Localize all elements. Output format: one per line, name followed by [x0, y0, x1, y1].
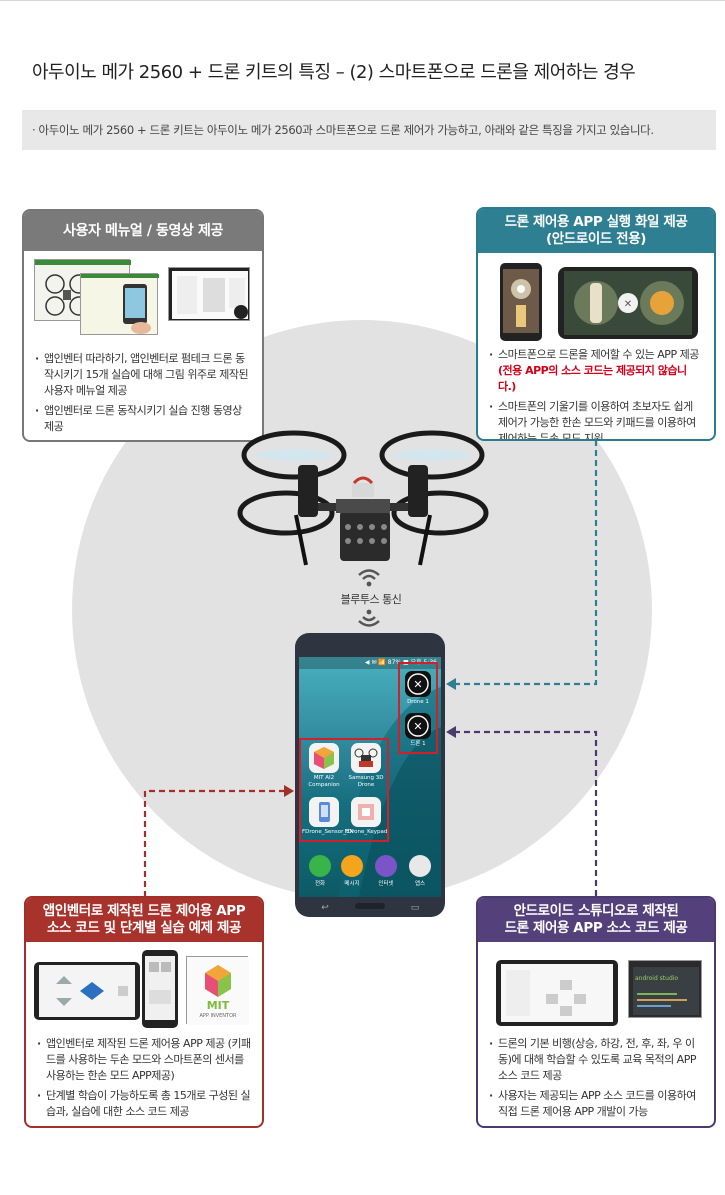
phone-dial-label: 전화 — [314, 881, 326, 887]
keypad-app-screenshot — [34, 962, 140, 1020]
app-bullet-1: 스마트폰으로 드론을 제어할 수 있는 APP 제공(전용 APP의 소스 코드… — [488, 347, 704, 395]
studio-bullet-1: 드론의 기본 비행(상승, 하강, 전, 후, 좌, 우 이동)에 대해 학습할… — [488, 1036, 704, 1084]
svg-text:✕: ✕ — [413, 678, 422, 691]
manual-bullet-1: 앱인벤터 따라하기, 앱인벤터로 펌테크 드론 동작시키기 15개 실습에 대해… — [34, 351, 252, 399]
connector-app — [446, 440, 598, 690]
signal-icon-top — [358, 569, 380, 587]
drone-1-kr-app-label: 드론 1 — [410, 741, 426, 747]
apps-grid-label: 앱스 — [414, 881, 426, 887]
manual-screenshot-thumbnail — [168, 267, 250, 321]
app-bullet-1-notice: (전용 APP의 소스 코드는 제공되지 않습니다.) — [498, 364, 687, 393]
studio-bullet-2: 사용자는 제공되는 APP 소스 코드를 이용하여 직접 드론 제어용 APP … — [488, 1088, 704, 1120]
mit-companion-app-label: MIT AI2 Companion — [308, 775, 340, 788]
bluetooth-label: 블루투스 통신 — [340, 593, 402, 606]
svg-text:↩: ↩ — [321, 903, 329, 913]
studio-card: 안드로이드 스튜디오로 제작된 드론 제어용 APP 소스 코드 제공 andr… — [476, 896, 716, 1128]
intro-text: · 아두이노 메가 2560 + 드론 키트는 아두이노 메가 2560과 스마… — [32, 123, 654, 137]
app-landscape-screenshot: ✕ — [558, 267, 698, 339]
connector-appinventor — [143, 785, 294, 897]
manual-card-title: 사용자 메뉴얼 / 동영상 제공 — [24, 211, 262, 251]
studio-card-title: 안드로이드 스튜디오로 제작된 드론 제어용 APP 소스 코드 제공 — [478, 898, 714, 942]
drone-1-kr-app-icon[interactable]: ✕ — [405, 713, 431, 739]
fdrone-keypad-app-label: FDrone_Keypad — [344, 829, 388, 835]
svg-text:▭: ▭ — [411, 903, 420, 913]
fdrone-sensor-app-icon[interactable] — [309, 797, 339, 827]
highlight-right-apps — [398, 662, 438, 754]
app-bullet-2: 스마트폰의 기울기를 이용하여 초보자도 쉽게 제어가 가능한 한손 모드와 키… — [488, 399, 704, 439]
phone-nav-buttons: ↩ ▭ — [321, 903, 420, 913]
internet-label: 인터넷 — [378, 881, 394, 887]
intro-banner: · 아두이노 메가 2560 + 드론 키트는 아두이노 메가 2560과 스마… — [22, 110, 716, 150]
samsung-drone-app-label: Samsung 3D Drone — [348, 775, 384, 788]
drone-1-app-icon[interactable]: ✕ — [405, 671, 431, 697]
connector-studio — [446, 726, 598, 896]
mit-companion-app-icon[interactable] — [309, 743, 339, 773]
appinventor-card-title: 앱인벤터로 제작된 드론 제어용 APP 소스 코드 및 단계별 실습 예제 제… — [26, 898, 262, 942]
internet-icon[interactable] — [375, 855, 397, 877]
manual-card: 사용자 메뉴얼 / 동영상 제공 앱인벤터 따라하기, 앱인벤터로 펌테크 드론… — [22, 209, 264, 442]
drone-1-app-label: Drone 1 — [407, 699, 429, 705]
appinventor-bullet-2: 단계별 학습이 가능하도록 총 15개로 구성된 실습과, 실습에 대한 소스 … — [36, 1088, 252, 1120]
manual-bullet-2: 앱인벤터로 드론 동작시키기 실습 진행 동영상 제공 — [34, 403, 252, 435]
manual-page-thumbnail-2 — [80, 273, 159, 335]
app-thumbnails: ✕ — [478, 259, 714, 343]
highlight-left-apps — [299, 738, 389, 842]
drone-image — [237, 430, 489, 566]
svg-text:✕: ✕ — [413, 720, 422, 733]
sensor-app-screenshot — [142, 950, 178, 1028]
android-studio-logo-text: android studio — [635, 975, 679, 982]
mit-logo-text: MIT — [206, 999, 230, 1012]
app-card: 드론 제어용 APP 실행 화일 제공 (안드로이드 전용) ✕ 스마트폰으로 … — [476, 207, 716, 441]
android-studio-screenshot: android studio — [628, 960, 702, 1018]
appinventor-bullet-1: 앱인벤터로 제작된 드론 제어용 APP 제공 (키패드를 사용하는 두손 모드… — [36, 1036, 252, 1084]
message-icon[interactable] — [341, 855, 363, 877]
mit-logo-subtext: APP INVENTOR — [199, 1013, 237, 1019]
fdrone-keypad-app-icon[interactable] — [351, 797, 381, 827]
mit-app-inventor-logo: MIT APP INVENTOR — [186, 956, 249, 1025]
app-portrait-screenshot — [500, 263, 542, 341]
samsung-drone-app-icon[interactable] — [351, 743, 381, 773]
fdrone-sensor-app-label: FDrone_Sensor_EN — [302, 829, 354, 835]
signal-icon-bottom — [358, 609, 380, 627]
message-label: 메시지 — [344, 881, 360, 887]
svg-text:✕: ✕ — [624, 299, 632, 310]
phone-dial-icon[interactable] — [309, 855, 331, 877]
appinventor-card: 앱인벤터로 제작된 드론 제어용 APP 소스 코드 및 단계별 실습 예제 제… — [24, 896, 264, 1128]
page-title: 아두이노 메가 2560 + 드론 키트의 특징 – (2) 스마트폰으로 드론… — [32, 62, 636, 83]
wallpaper-swoosh — [339, 687, 441, 897]
apps-grid-icon[interactable] — [409, 855, 431, 877]
studio-thumbnails: android studio — [478, 948, 714, 1032]
appinventor-thumbnails: MIT APP INVENTOR — [26, 948, 262, 1032]
app-card-title: 드론 제어용 APP 실행 화일 제공 (안드로이드 전용) — [478, 209, 714, 253]
studio-app-screenshot — [496, 960, 618, 1026]
manual-thumbnails — [24, 257, 262, 347]
top-divider — [0, 0, 725, 1]
phone-screen: ◀ ✉ 📶 87% ■ 오후 5:36 MIT AI2 Companion Sa… — [299, 657, 441, 897]
